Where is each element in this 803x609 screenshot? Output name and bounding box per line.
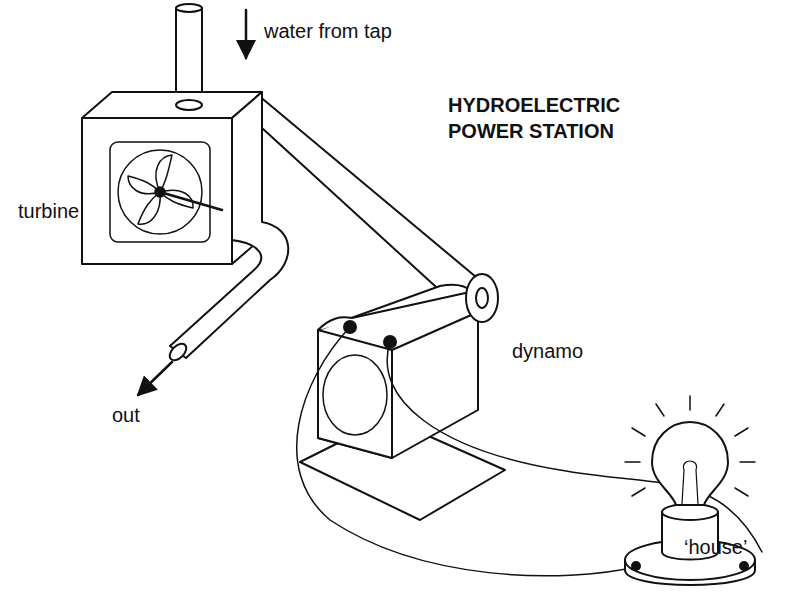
- outflow-arrow: [138, 362, 172, 395]
- diagram-title: HYDROELECTRIC POWER STATION: [448, 92, 623, 144]
- part-label: turbine: [18, 200, 79, 223]
- outlet-pipe: [167, 222, 289, 363]
- turbine-box: [82, 92, 262, 264]
- dynamo: [300, 274, 505, 520]
- wires: [297, 327, 762, 576]
- flow-arrow: [245, 10, 248, 58]
- flow-label: water from tap: [264, 20, 392, 43]
- inlet-pipe: [176, 4, 202, 100]
- part-label: ‘house’: [684, 536, 747, 559]
- light-rays: [625, 396, 755, 496]
- turbine-blades: [128, 155, 222, 224]
- lamp: [625, 422, 755, 585]
- flow-label: out: [112, 404, 140, 427]
- part-label: dynamo: [512, 340, 583, 363]
